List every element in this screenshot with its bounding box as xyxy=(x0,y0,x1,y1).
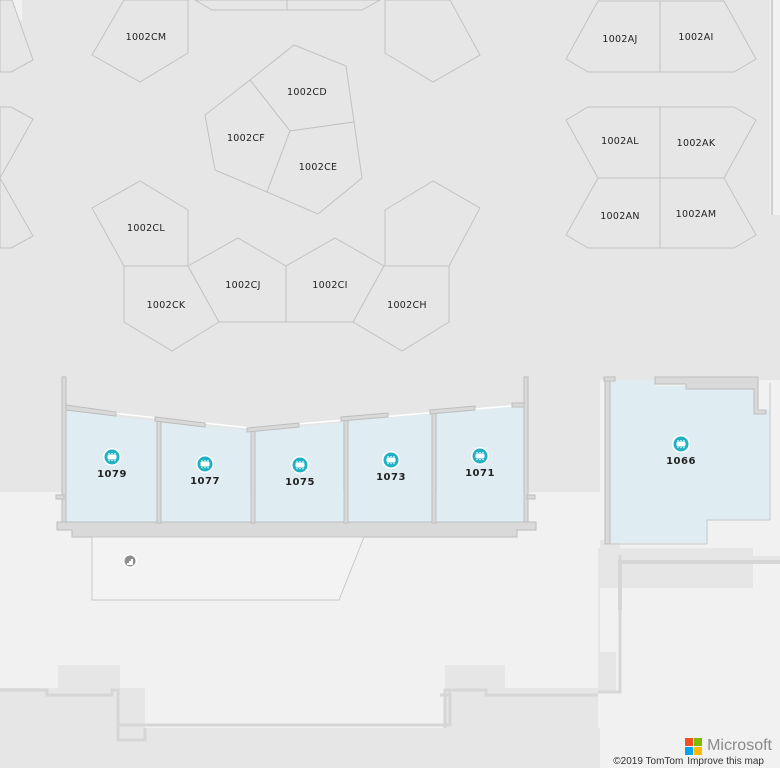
room-marker[interactable]: 1071 xyxy=(465,447,495,479)
desk-unlabeled-1 xyxy=(384,180,481,267)
desk-label: 1002CD xyxy=(287,87,327,98)
desk-label: 1002CJ xyxy=(225,280,260,291)
desk-label: 1002CE xyxy=(299,162,338,173)
floor-area-bottom xyxy=(0,540,780,768)
microsoft-logo-grid-icon xyxy=(685,737,703,755)
desk-label: 1002AL xyxy=(601,136,639,147)
desk-1002CE[interactable] xyxy=(266,121,363,215)
improve-map-link[interactable]: Improve this map xyxy=(687,756,764,767)
room-marker[interactable]: 1075 xyxy=(285,456,315,488)
desk-label: 1002CM xyxy=(126,32,167,43)
meeting-room-icon xyxy=(471,447,489,465)
courtyard xyxy=(145,688,445,728)
desk-1002AI[interactable] xyxy=(659,0,757,73)
meeting-room-icon xyxy=(103,448,121,466)
desk-partial-left-1 xyxy=(0,0,34,73)
meeting-room-icon xyxy=(672,435,690,453)
floor-bump-left xyxy=(58,665,120,690)
copyright-text: ©2019 TomTom xyxy=(613,756,684,767)
room-1079[interactable] xyxy=(66,410,157,522)
floor-bump-right2 xyxy=(598,652,616,692)
desk-1002AN[interactable] xyxy=(565,177,661,249)
room-label: 1073 xyxy=(376,472,406,483)
desk-partial-top-b xyxy=(286,0,382,11)
desk-label: 1002CH xyxy=(387,300,427,311)
desk-1002CM[interactable] xyxy=(91,0,189,83)
stairs-icon[interactable] xyxy=(123,554,137,568)
courtyard-wall xyxy=(116,690,452,727)
meeting-room-icon xyxy=(196,455,214,473)
room-label: 1071 xyxy=(465,468,495,479)
desk-label: 1002CI xyxy=(312,280,347,291)
desk-1002AJ[interactable] xyxy=(565,0,661,73)
desk-label: 1002AM xyxy=(676,209,717,220)
stair-area xyxy=(91,536,365,601)
desk-label: 1002AI xyxy=(678,32,713,43)
room-labels: 1079 1077 1075 1073 1071 1066 xyxy=(97,435,696,488)
outside-notch xyxy=(54,492,62,532)
room-marker[interactable]: 1077 xyxy=(190,455,220,487)
room-label: 1079 xyxy=(97,469,127,480)
microsoft-logo: Microsoft xyxy=(685,737,772,755)
room-marker[interactable]: 1066 xyxy=(666,435,696,467)
meeting-room-icon xyxy=(291,456,309,474)
room-row-walls xyxy=(55,376,537,538)
wall-right-bottom xyxy=(618,560,780,610)
desk-1002CK[interactable] xyxy=(123,265,220,352)
desk-1002AM[interactable] xyxy=(659,177,757,249)
desk-labels: 1002CM 1002CD 1002CF 1002CE 1002CL 1002CJ 1002… xyxy=(126,32,717,311)
desk-partial-left-2 xyxy=(0,106,34,249)
desk-partial-top-right xyxy=(384,0,481,83)
desk-label: 1002CK xyxy=(147,300,186,311)
room-label: 1077 xyxy=(190,476,220,487)
floor-bump-right xyxy=(598,548,753,588)
room-label: 1075 xyxy=(285,477,315,488)
desk-label: 1002AN xyxy=(600,211,640,222)
room-marker[interactable]: 1073 xyxy=(376,451,406,483)
desk-partial-top-a xyxy=(194,0,288,11)
desk-label: 1002AK xyxy=(677,138,716,149)
desk-1002CL[interactable] xyxy=(91,180,189,267)
room-1066-walls xyxy=(603,376,771,545)
microsoft-wordmark: Microsoft xyxy=(707,737,772,754)
room-1066[interactable] xyxy=(610,380,770,543)
room-label: 1066 xyxy=(666,456,696,467)
desk-label: 1002CL xyxy=(127,223,165,234)
meeting-room-icon xyxy=(382,451,400,469)
desk-1002AK[interactable] xyxy=(659,106,757,179)
desk-1002CH[interactable] xyxy=(352,265,450,352)
desk-label: 1002AJ xyxy=(602,34,637,45)
room-marker[interactable]: 1079 xyxy=(97,448,127,480)
desk-label: 1002CF xyxy=(227,133,265,144)
